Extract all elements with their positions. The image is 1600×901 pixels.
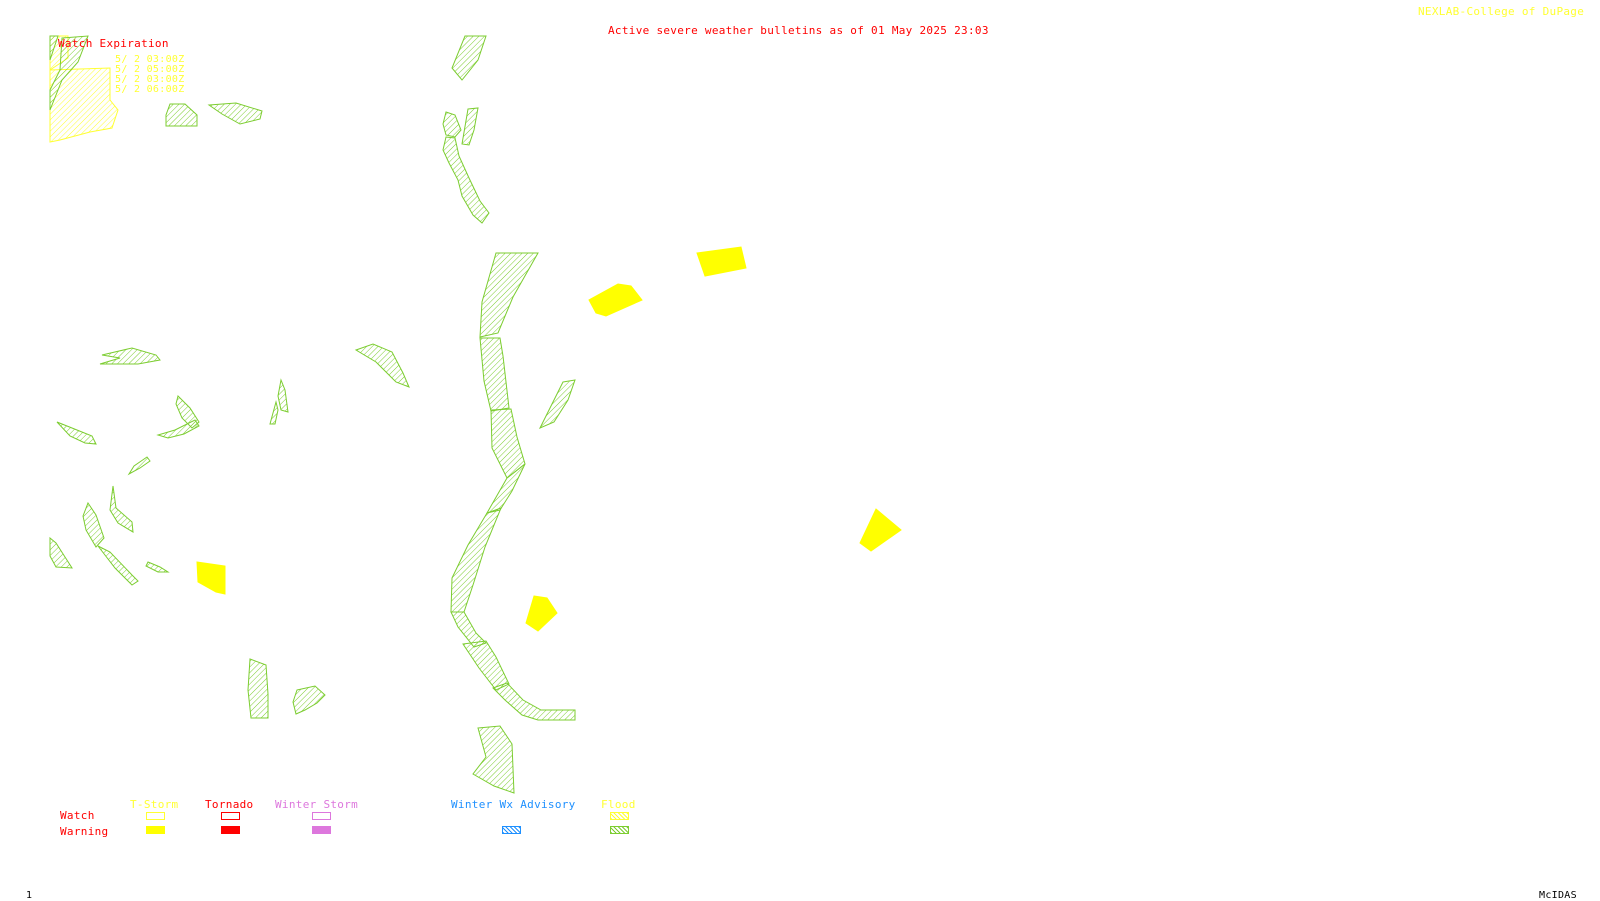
- flood-warning-polygon: [450, 507, 502, 613]
- legend-category-flood: Flood: [601, 798, 636, 811]
- flood-warning-polygon: [109, 485, 134, 533]
- flood-warning-polygon: [99, 347, 161, 365]
- flood-watch-area: [49, 35, 119, 143]
- tstorm-warning-polygon: [525, 595, 558, 632]
- flood-warning-polygon: [277, 378, 289, 413]
- software-label: McIDAS: [1539, 890, 1577, 901]
- watch-expiration-time: 5/ 2 05:00Z: [115, 64, 185, 75]
- legend-category-tstorm: T-Storm: [130, 798, 179, 811]
- flood-warnings: [49, 35, 576, 794]
- flood-warning-polygon: [354, 343, 410, 388]
- legend-tornado-watch-swatch: [221, 812, 240, 820]
- flood-warning-polygon: [207, 102, 263, 125]
- tstorm-warning-polygon: [859, 508, 902, 552]
- legend-winter-advisory-swatch: [502, 826, 521, 834]
- flood-warning-polygon: [97, 545, 139, 586]
- flood-warning-polygon: [292, 685, 326, 715]
- legend-winter-storm-warning-swatch: [312, 826, 331, 834]
- legend-tornado-warning-swatch: [221, 826, 240, 834]
- flood-warning-polygon: [49, 35, 59, 61]
- flood-warning-polygon: [442, 111, 462, 138]
- legend-flood-warning-swatch: [610, 826, 629, 834]
- flood-warning-polygon: [49, 536, 73, 569]
- flood-warning-polygon: [49, 35, 89, 111]
- flood-warning-polygon: [538, 379, 576, 429]
- legend-winter-storm-watch-swatch: [312, 812, 331, 820]
- flood-warning-polygon: [165, 103, 198, 127]
- legend-category-tornado: Tornado: [205, 798, 254, 811]
- bulletin-title: Active severe weather bulletins as of 01…: [608, 24, 989, 37]
- legend-category-winter-advisory: Winter Wx Advisory: [451, 798, 576, 811]
- flood-warning-polygon: [127, 456, 151, 476]
- legend-row-warning: Warning: [60, 825, 109, 838]
- flood-warning-polygon: [247, 658, 269, 719]
- legend-tstorm-watch-swatch: [146, 812, 165, 820]
- flood-warning-polygon: [485, 463, 526, 514]
- watch-expiration-time: 5/ 2 06:00Z: [115, 84, 185, 95]
- tstorm-warning-polygon: [196, 561, 226, 595]
- watch-expiration-time: 5/ 2 03:00Z: [115, 74, 185, 85]
- frame-number: 1: [26, 890, 33, 901]
- legend-flood-watch-swatch: [610, 812, 629, 820]
- flood-warning-polygon: [479, 337, 510, 412]
- tstorm-warnings: [196, 246, 902, 632]
- flood-warning-polygon: [82, 501, 105, 548]
- flood-warning-polygon: [461, 107, 479, 146]
- flood-warning-polygon: [451, 35, 487, 81]
- flood-warning-polygon: [56, 421, 97, 445]
- legend-row-watch: Watch: [60, 809, 95, 822]
- flood-warning-polygon: [269, 400, 279, 425]
- flood-warning-polygon: [156, 419, 200, 439]
- flood-warning-polygon: [145, 561, 170, 573]
- legend-tstorm-warning-swatch: [146, 826, 165, 834]
- watch-expiration-time: 5/ 2 03:00Z: [115, 54, 185, 65]
- watch-expiration-heading: Watch Expiration: [58, 37, 169, 50]
- tstorm-warning-polygon: [696, 246, 747, 277]
- credit-label: NEXLAB-College of DuPage: [1418, 5, 1585, 18]
- flood-warning-polygon: [479, 252, 539, 338]
- legend-category-winter-storm: Winter Storm: [275, 798, 359, 811]
- flood-warning-polygon: [472, 725, 515, 794]
- flood-warning-polygon: [492, 682, 576, 721]
- tstorm-warning-polygon: [588, 283, 643, 317]
- flood-warning-polygon: [462, 640, 510, 691]
- flood-warning-polygon: [442, 136, 490, 224]
